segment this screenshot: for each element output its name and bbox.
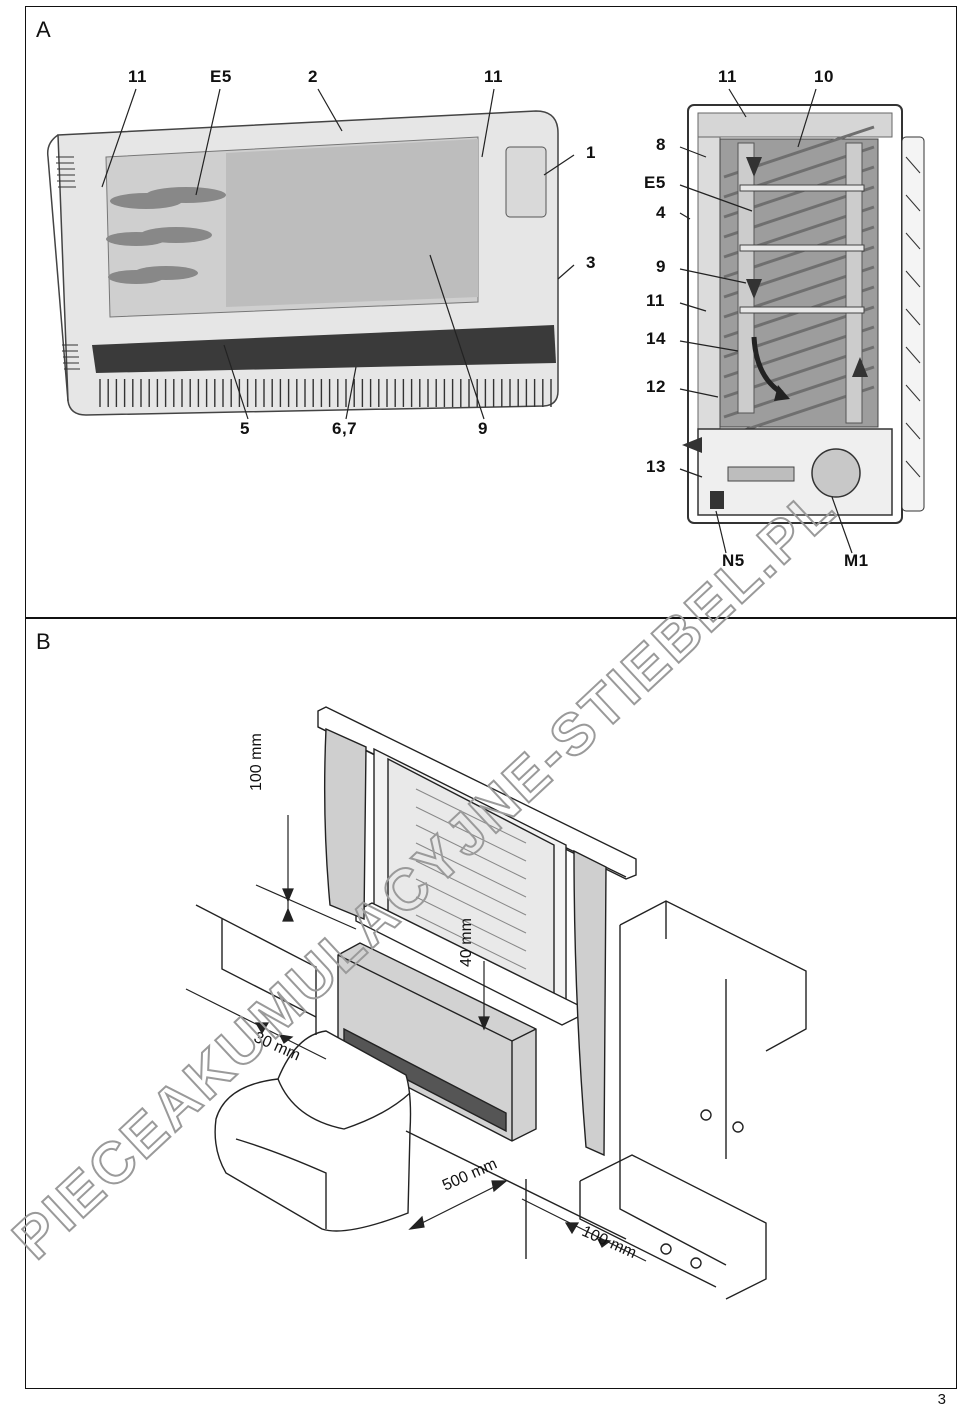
figure-b-drawing: [185, 706, 807, 1300]
callout-label: 14: [646, 329, 666, 348]
callout-label: M1: [844, 551, 869, 570]
dimension-label-sill: 40 mm: [458, 918, 475, 967]
figure-a-drawing: [46, 88, 925, 554]
callout-label: 5: [240, 419, 250, 438]
panel-a-letter: A: [36, 17, 51, 42]
callout-label: E5: [210, 67, 232, 86]
panel-b: B: [25, 618, 957, 1389]
callout-label: 4: [656, 203, 666, 222]
callout-label: 13: [646, 457, 666, 476]
callout-label: 8: [656, 135, 666, 154]
callout-label: 1: [586, 143, 596, 162]
callout-label: 12: [646, 377, 666, 396]
callout-label: 2: [308, 67, 318, 86]
callout-label: 11: [718, 67, 737, 86]
callout-label: 3: [586, 253, 596, 272]
heater-section-view: [682, 104, 925, 524]
dimension-label-top: 100 mm: [248, 733, 265, 791]
callout-label: 9: [656, 257, 666, 276]
page-number: 3: [937, 1391, 946, 1408]
callout-label: N5: [722, 551, 745, 570]
heater-front-view: [46, 110, 559, 416]
callout-label: 11: [128, 67, 147, 86]
panel-b-letter: B: [36, 629, 51, 654]
panel-a: A: [25, 6, 957, 618]
callout-label: 11: [484, 67, 503, 86]
callout-label: 6,7: [332, 419, 358, 438]
callout-label: 9: [478, 419, 488, 438]
callout-label: E5: [644, 173, 666, 192]
callout-label: 11: [646, 291, 665, 310]
callout-label: 10: [814, 67, 834, 86]
